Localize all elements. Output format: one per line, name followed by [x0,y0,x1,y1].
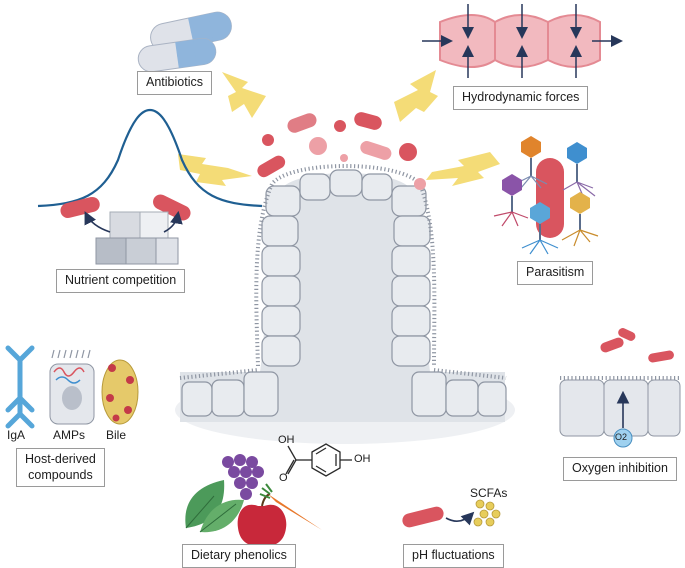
bacterium [402,506,444,528]
chem-oh-right: OH [354,453,371,465]
lightning-icon [222,72,266,118]
label-antibiotics: Antibiotics [137,71,212,95]
lightning-icon [178,154,252,186]
bacteriophage-icon [493,136,599,255]
capsule-icon [137,11,232,73]
label-host-derived-compounds: Host-derived compounds [16,448,105,488]
bacteria-cluster [257,112,426,190]
chem-scfas: SCFAs [470,486,508,500]
hydroxybenzoic-acid-structure [285,443,352,477]
label-nutrient-competition: Nutrient competition [56,269,186,293]
label-bile: Bile [106,428,127,442]
lightning-icon [394,70,438,122]
force-arrows [422,4,623,78]
iga-antibody-icon [5,345,35,429]
nutrient-cubes [95,211,179,265]
label-hydrodynamic-forces: Hydrodynamic forces [453,86,589,110]
intestinal-villus [175,164,515,444]
lightning-icon [426,152,500,186]
leaf-icon [185,480,244,533]
label-parasitism: Parasitism [517,261,594,285]
label-ph-fluctuations: pH fluctuations [403,544,504,568]
grapes-icon [222,454,264,500]
carrot-icon [259,483,322,530]
chem-o2: O2 [615,432,628,442]
amps-cell-icon [49,349,95,425]
oxygen-arrow [613,390,633,448]
chem-oh-top: OH [278,434,295,446]
bacterium [600,328,674,363]
hydrodynamic-tube [439,14,601,68]
bell-curve [37,108,263,208]
curved-arrow [445,511,475,526]
label-dietary-phenolics: Dietary phenolics [182,544,296,568]
label-iga: IgA [7,428,26,442]
label-amps: AMPs [53,428,86,442]
chem-o: O [279,472,288,484]
curved-arrows [84,210,183,233]
bile-droplet-icon [101,359,139,425]
scfa-molecules [473,499,501,527]
epithelium-block [559,376,681,437]
label-host-line-2: compounds [28,467,93,482]
label-host-line-1: Host-derived [25,452,96,466]
label-oxygen-inhibition: Oxygen inhibition [563,457,677,481]
